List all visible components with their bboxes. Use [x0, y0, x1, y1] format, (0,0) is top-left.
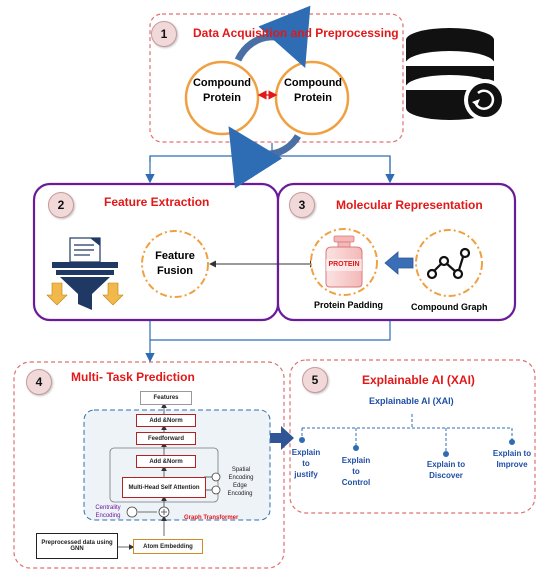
- section-number-3: 3: [289, 192, 315, 218]
- features-box: Features: [140, 391, 192, 405]
- preprocessed-gnn-box: Preprocessed data using GNN: [36, 533, 118, 559]
- xai-tree: [301, 414, 513, 452]
- protein-bottle-icon: [325, 235, 363, 288]
- feature-fusion-label: Feature Fusion: [155, 250, 195, 277]
- section-3-title: Molecular Representation: [336, 198, 483, 212]
- section-2-title: Feature Extraction: [104, 195, 210, 209]
- compound-protein-left-label: Compound Protein: [192, 77, 252, 104]
- feedforward-box: Feedforward: [136, 432, 196, 445]
- cycle-arrow-top: [234, 5, 311, 68]
- centrality-encoding-label: Centrality Encoding: [95, 505, 121, 519]
- connector-s2s3-merge: [149, 321, 391, 341]
- compound-graph-label: Compound Graph: [411, 302, 488, 312]
- molecule-graph-icon: [426, 247, 471, 280]
- database-icon: [406, 28, 506, 121]
- xai-tree-dots: [299, 437, 515, 457]
- section-number-2: 2: [48, 192, 74, 218]
- section-5-title: Explainable AI (XAI): [362, 373, 475, 387]
- arrow-s4-to-s5: [270, 426, 294, 450]
- xai-item-control: Explain to Control: [341, 456, 371, 487]
- funnel-filter-icon: [46, 237, 124, 310]
- section-number-5: 5: [302, 367, 328, 393]
- edge-encoding-label: Edge Encoding: [227, 483, 253, 497]
- transformer-flow-lines: [118, 402, 212, 550]
- section-number-4: 4: [26, 369, 52, 395]
- spatial-encoding-label: Spatial Encoding: [228, 467, 254, 481]
- xai-subtitle: Explainable AI (XAI): [369, 396, 454, 406]
- compound-protein-right-label: Compound Protein: [283, 77, 343, 104]
- section-number-1: 1: [151, 21, 177, 47]
- add-norm-top-box: Add &Norm: [136, 414, 196, 427]
- protein-bottle-text: PROTEIN: [328, 261, 360, 268]
- xai-item-discover: Explain to Discover: [426, 460, 466, 480]
- protein-padding-label: Protein Padding: [314, 300, 384, 310]
- edge-op-circle: [211, 485, 221, 495]
- graph-transformer-label: Graph Transformer: [184, 515, 239, 521]
- graph-to-protein-arrow: [384, 251, 414, 275]
- section-1-title: Data Acquisition and Preprocessing: [193, 26, 399, 40]
- atom-embedding-box: Atom Embedding: [133, 539, 203, 554]
- spatial-op-circle: [211, 472, 221, 482]
- section-4-title: Multi- Task Prediction: [71, 370, 195, 384]
- attention-box: Multi-Head Self Attention: [122, 477, 206, 498]
- xai-item-justify: Explain to justify: [291, 448, 321, 479]
- add-op-plus: [161, 509, 167, 515]
- add-norm-bottom-box: Add &Norm: [136, 455, 196, 468]
- compound-graph-circle: [415, 229, 483, 297]
- xai-item-improve: Explain to Improve: [492, 449, 532, 469]
- feature-fusion-circle: [141, 230, 209, 298]
- cycle-arrow-bottom: [228, 126, 302, 189]
- centrality-op-circle: [126, 506, 138, 518]
